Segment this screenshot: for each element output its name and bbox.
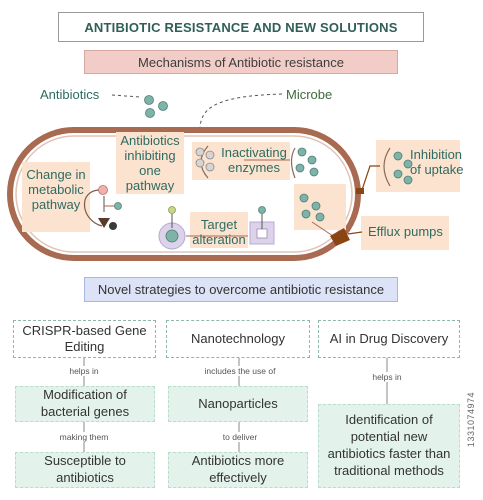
efflux-pumps-label: Efflux pumps [368,224,443,239]
mechanisms-heading: Mechanisms of Antibiotic resistance [84,50,398,74]
metabolic-pathway-icon [83,185,122,230]
microbe-label: Microbe [286,87,333,102]
efflux-pump-icon [299,193,363,246]
crispr-middle-box: Modification of bacterial genes [15,386,155,422]
target-alteration-icon [158,206,275,250]
inhibiting-panel [116,132,184,194]
ai-title: AI in Drug Discovery [329,330,449,346]
image-credit: 1331074974 [466,392,476,448]
ai-title-box: AI in Drug Discovery [318,320,460,358]
antibiotics-label: Antibiotics [40,87,100,102]
nanotech-bottom-box: Antibiotics more effectively [168,452,308,488]
target-panel [190,212,248,248]
metabolic-pathway-label: Change in metabolic pathway [26,167,86,212]
inactivating-enzymes-label: Inactivating enzymes [221,145,287,175]
enzymes-panel [192,142,290,180]
inhibition-uptake-label: Inhibition of uptake [410,147,464,177]
free-antibiotics-icon [144,95,168,118]
target-alteration-label: Target alteration [192,217,246,247]
ai-connector-1: helps in [367,372,407,382]
nanotech-title: Nanotechnology [191,330,285,346]
nanotech-middle: Nanoparticles [198,395,278,411]
ai-bottom: Identification of potential new antibiot… [327,412,451,478]
cell-diagram [7,93,460,261]
nanotech-bottom: Antibiotics more effectively [191,453,285,485]
crispr-bottom-box: Susceptible to antibiotics [15,452,155,488]
crispr-middle: Modification of bacterial genes [40,387,130,419]
enzyme-icon [195,145,215,179]
crispr-connector-1: helps in [64,366,104,376]
ai-bottom-box: Identification of potential new antibiot… [318,404,460,488]
crispr-title-box: CRISPR-based Gene Editing [13,320,156,358]
efflux-label-panel [361,216,449,250]
crispr-connector-2: making them [54,432,114,442]
inhibiting-pathway-label: Antibiotics inhibiting one pathway [120,133,180,193]
strategies-heading: Novel strategies to overcome antibiotic … [84,277,398,302]
nanotech-title-box: Nanotechnology [166,320,310,358]
enzyme-antibiotics-icon [290,147,319,179]
microbe-pointer [199,93,283,131]
antibiotics-pointer [111,94,141,98]
uptake-icon [356,147,413,194]
crispr-bottom: Susceptible to antibiotics [44,453,126,485]
page-title: ANTIBIOTIC RESISTANCE AND NEW SOLUTIONS [58,12,424,42]
nanotech-connector-1: includes the use of [199,366,281,376]
nanotech-connector-2: to deliver [212,432,268,442]
nanotech-middle-box: Nanoparticles [168,386,308,422]
crispr-title: CRISPR-based Gene Editing [22,322,147,354]
metabolic-panel [22,162,90,232]
